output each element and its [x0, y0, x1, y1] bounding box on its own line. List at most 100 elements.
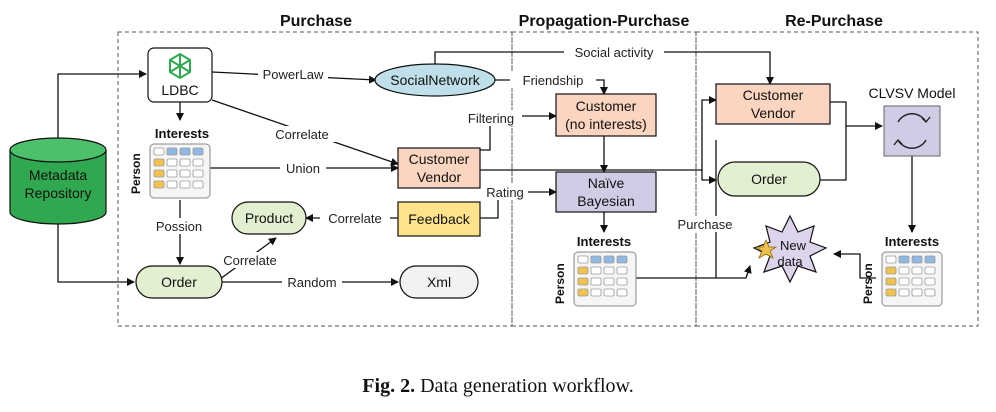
table-cell	[911, 266, 923, 275]
table-cell	[616, 255, 628, 264]
metadata-label-2: Repository	[25, 185, 92, 201]
repurchase-title: Re-Purchase	[785, 13, 883, 30]
table-cell	[192, 147, 204, 156]
table-cell	[179, 180, 191, 189]
label-bg	[282, 274, 342, 290]
order-1-label: Order	[161, 274, 197, 290]
edge-metadata-ldbc	[57, 70, 147, 140]
label-bg	[148, 218, 210, 234]
table-cell	[616, 266, 628, 275]
interests-label-1: Interests	[155, 126, 209, 141]
label-filtering: Filtering	[468, 111, 514, 126]
edge-filtering	[480, 112, 557, 151]
label-correlate-ldbc: Correlate	[275, 127, 328, 142]
customer-no-interests-line2: (no interests)	[565, 116, 647, 132]
clvsv-label: CLVSV Model	[869, 85, 956, 101]
caption-text: Data generation workflow.	[415, 375, 634, 397]
table-cell	[924, 255, 936, 264]
label-social-activity: Social activity	[575, 45, 654, 60]
star-icon	[754, 238, 778, 259]
product-label: Product	[245, 210, 293, 226]
table-cell	[166, 169, 178, 178]
table-cell	[924, 288, 936, 297]
label-bg	[564, 44, 664, 60]
label-union: Union	[286, 161, 320, 176]
caption-label: Fig. 2.	[362, 375, 415, 397]
label-bg	[672, 216, 738, 232]
customer-no-interests-node: Customer (no interests)	[555, 93, 657, 137]
ldbc-hex-icon	[169, 52, 191, 80]
metadata-label-1: Metadata	[29, 167, 88, 183]
table-cell	[898, 255, 910, 264]
ldbc-label: LDBC	[161, 82, 198, 98]
xml-label: Xml	[427, 274, 451, 290]
product-node: Product	[231, 201, 307, 235]
section-frames	[117, 31, 979, 327]
customer-no-interests-line1: Customer	[576, 98, 637, 114]
edge-purchase-cv	[480, 96, 717, 171]
edge-metadata-order	[57, 218, 135, 286]
table-cell	[577, 266, 589, 275]
label-random: Random	[287, 275, 336, 290]
label-possion: Possion	[156, 219, 202, 234]
figure-caption: Fig. 2. Data generation workflow.	[362, 375, 633, 397]
table-cell	[924, 277, 936, 286]
table-cell	[192, 158, 204, 167]
order-2-label: Order	[751, 171, 787, 187]
new-data-node: New data	[752, 214, 828, 284]
table-cell	[179, 158, 191, 167]
table-cell	[153, 147, 165, 156]
table-cell	[924, 266, 936, 275]
table-cell	[179, 147, 191, 156]
label-bg	[268, 126, 336, 142]
table-cell	[166, 158, 178, 167]
naive-bayesian-line1: Naïve	[588, 175, 625, 191]
table-cell	[898, 266, 910, 275]
clvsv-model-node: CLVSV Model	[869, 85, 956, 157]
table-cell	[192, 169, 204, 178]
edge-labels: PowerLaw Social activity Friendship Corr…	[148, 44, 738, 290]
label-bg	[460, 110, 522, 126]
cycle-icon	[893, 113, 931, 149]
purchase-title: Purchase	[280, 13, 352, 30]
label-correlate-order: Correlate	[223, 253, 276, 268]
label-rating: Rating	[486, 185, 524, 200]
label-correlate-feedback: Correlate	[328, 211, 381, 226]
customer-vendor-1-line1: Customer	[409, 151, 470, 167]
table-cell	[577, 277, 589, 286]
interests-label-2: Interests	[577, 234, 631, 249]
table-cell	[577, 288, 589, 297]
table-cell	[898, 288, 910, 297]
feedback-label: Feedback	[408, 211, 470, 227]
table-cell	[911, 277, 923, 286]
social-network-node: SocialNetwork	[374, 63, 496, 97]
edge-purchase-order	[701, 170, 717, 184]
person-label-1: Person	[129, 153, 143, 194]
label-bg	[320, 210, 390, 226]
table-cell	[885, 266, 897, 275]
table-cells	[153, 147, 936, 297]
label-bg	[482, 184, 528, 200]
feedback-node: Feedback	[397, 201, 481, 237]
naive-bayesian-node: Naïve Bayesian	[555, 171, 657, 213]
table-cell	[590, 266, 602, 275]
table-cell	[192, 180, 204, 189]
table-cell	[603, 277, 615, 286]
table-cell	[590, 288, 602, 297]
table-cell	[153, 158, 165, 167]
label-bg	[280, 160, 326, 176]
naive-bayesian-line2: Bayesian	[577, 193, 635, 209]
new-data-line2: data	[777, 254, 803, 269]
table-cell	[616, 277, 628, 286]
table-cell	[885, 288, 897, 297]
label-powerlaw: PowerLaw	[263, 67, 324, 82]
customer-vendor-node-1: Customer Vendor	[397, 147, 481, 189]
table-cell	[911, 255, 923, 264]
customer-vendor-2-line1: Customer	[743, 87, 804, 103]
ldbc-node: LDBC	[147, 47, 213, 103]
table-cell	[885, 255, 897, 264]
table-cell	[603, 288, 615, 297]
table-cell	[577, 255, 589, 264]
